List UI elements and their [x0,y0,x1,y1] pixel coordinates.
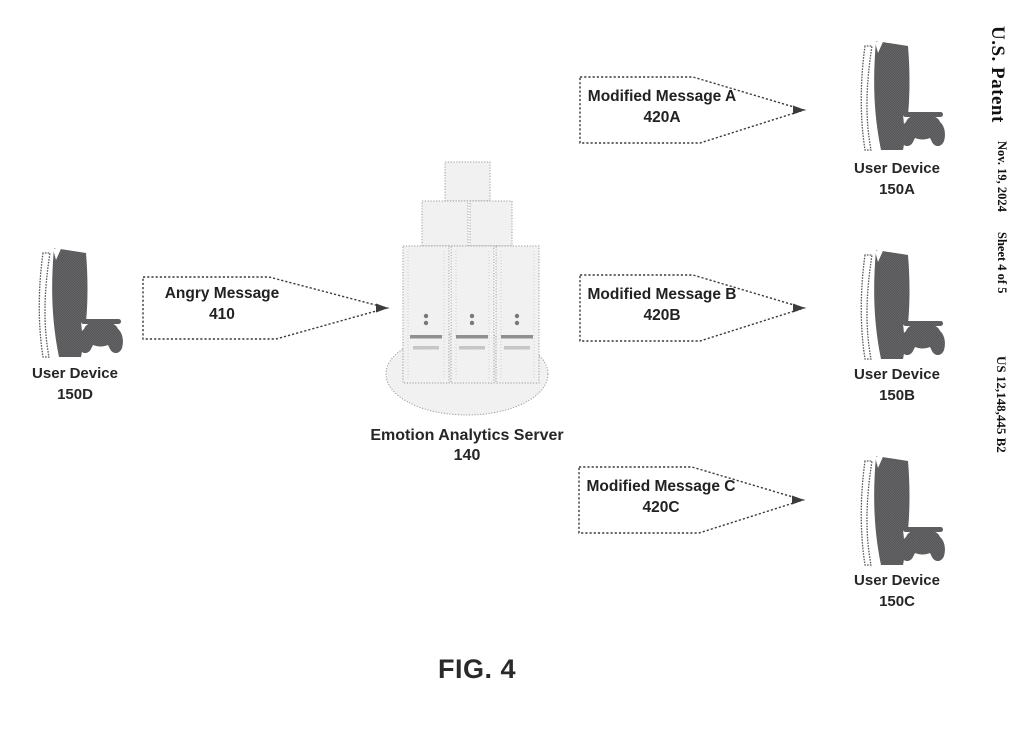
message-title: Modified Message B [587,286,737,303]
message-ref: 420A [643,109,681,126]
banner-arrow-shape [142,276,390,340]
message-ref: 420C [642,499,680,516]
patent-title-vertical: U.S. Patent [987,26,1008,123]
device-label: User Device 150A [832,159,962,200]
patent-date-vertical: Nov. 19, 2024 [995,141,1009,212]
server-name-label: Emotion Analytics Server [370,427,564,444]
game-console-with-controller-icon [848,247,948,362]
modified-message-c-banner: Modified Message C 420C [578,466,806,534]
device-label: User Device 150B [832,365,962,406]
game-console-with-controller-icon [848,38,948,153]
device-label: User Device 150C [832,571,962,612]
arrow-tip-icon [792,495,804,505]
device-ref-label: 150A [879,180,915,198]
angry-message-banner: Angry Message 410 [142,276,390,341]
device-name-label: User Device [854,572,940,589]
arrow-tip-icon [793,105,805,115]
figure-caption: FIG. 4 [437,654,516,684]
message-ref: 420B [643,307,681,324]
patent-number-vertical: US 12,148,445 B2 [994,356,1009,453]
device-name-label: User Device [854,160,940,177]
game-console-with-controller-icon [26,245,126,360]
message-title: Modified Message A [587,88,737,105]
device-label: User Device 150D [10,364,140,405]
sheet-number-vertical: Sheet 4 of 5 [995,232,1009,294]
arrow-tip-icon [376,303,388,313]
banner-arrow-shape [578,466,806,534]
banner-arrow-shape [579,274,807,342]
message-title: Angry Message [164,285,280,302]
modified-message-a-banner: Modified Message A 420A [579,76,807,144]
server-label: Emotion Analytics Server 140 [367,426,567,466]
message-title: Modified Message C [586,478,736,495]
device-ref-label: 150D [57,385,93,403]
device-name-label: User Device [32,365,118,382]
device-ref-label: 150B [879,386,915,404]
modified-message-b-banner: Modified Message B 420B [579,274,807,342]
server-rack-icon [385,161,549,416]
game-console-with-controller-icon [848,453,948,568]
message-ref: 410 [209,306,235,323]
device-name-label: User Device [854,366,940,383]
device-ref-label: 150C [879,592,915,610]
server-ref-label: 140 [453,447,481,464]
banner-arrow-shape [579,76,807,144]
arrow-tip-icon [793,303,805,313]
